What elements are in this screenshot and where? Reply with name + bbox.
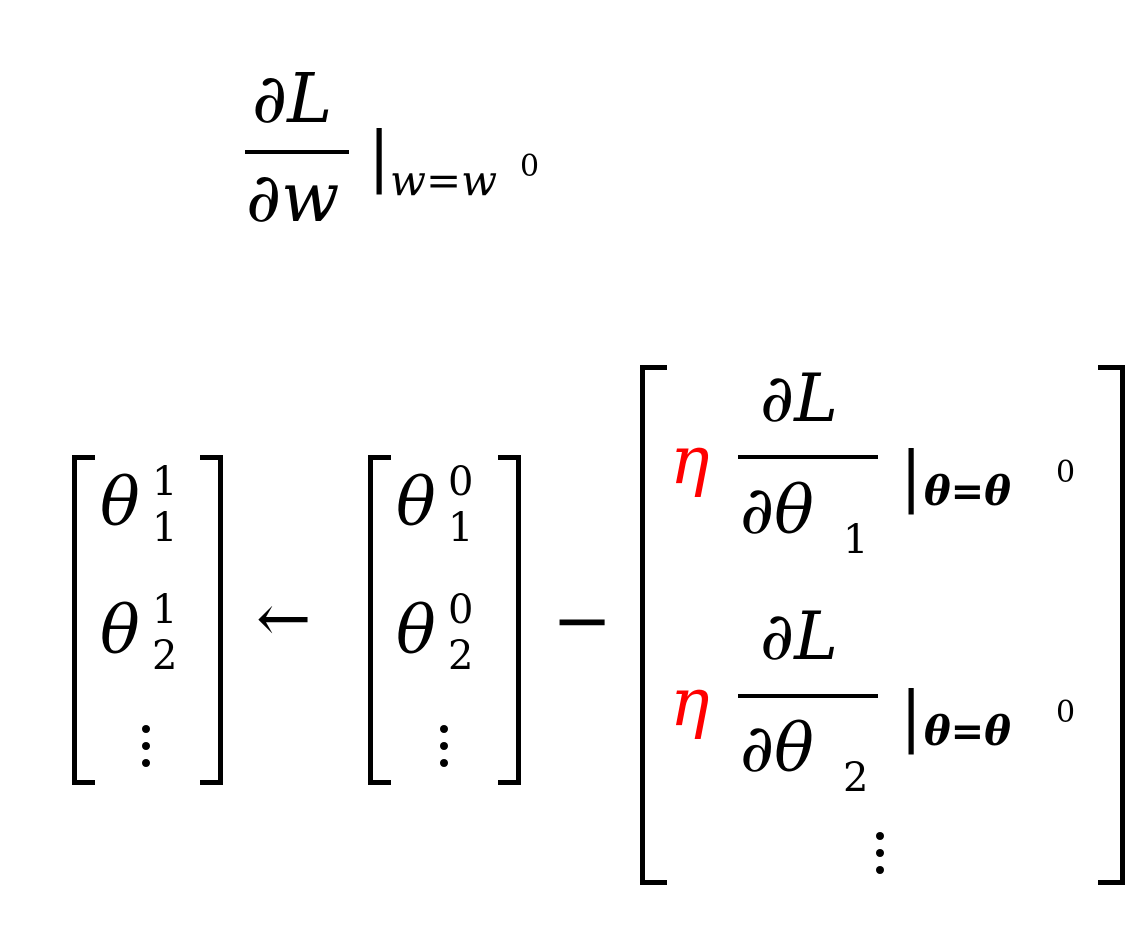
subscript: 2 <box>152 633 178 679</box>
top-denominator: ∂w <box>246 159 340 238</box>
top-numerator: ∂L <box>252 60 333 139</box>
learning-rate-eta: η <box>670 422 710 499</box>
theta: θ <box>396 464 436 541</box>
eval-superscript: 0 <box>1056 695 1076 730</box>
eval-bar: | <box>368 118 391 195</box>
vertical-ellipsis <box>440 725 448 776</box>
eval-superscript: 0 <box>1056 455 1076 490</box>
left-bracket <box>640 365 667 885</box>
fraction-bar <box>245 150 349 154</box>
numerator: ∂L <box>760 360 838 437</box>
eval-subscript: θ=θ <box>924 468 1011 515</box>
eval-subscript: w=w <box>390 156 498 205</box>
right-bracket <box>498 455 521 785</box>
denominator: ∂θ <box>740 710 814 787</box>
fraction-bar <box>738 455 878 459</box>
denominator-subscript: 2 <box>843 755 869 801</box>
numerator: ∂L <box>760 598 838 675</box>
left-bracket <box>368 455 391 785</box>
left-bracket <box>72 455 95 785</box>
theta: θ <box>100 592 140 669</box>
learning-rate-eta: η <box>670 664 710 741</box>
right-bracket <box>200 455 223 785</box>
right-bracket <box>1098 365 1125 885</box>
eval-bar: | <box>900 438 923 515</box>
denominator: ∂θ <box>740 472 814 549</box>
minus-sign: − <box>552 578 613 662</box>
fraction-bar <box>738 694 878 698</box>
assign-arrow: ← <box>256 580 312 657</box>
denominator-subscript: 1 <box>843 517 869 563</box>
superscript: 0 <box>448 459 474 505</box>
subscript: 1 <box>152 505 178 551</box>
superscript: 0 <box>448 587 474 633</box>
eval-bar: | <box>900 678 923 755</box>
superscript: 1 <box>152 587 178 633</box>
eval-subscript: θ=θ <box>924 708 1011 755</box>
vertical-ellipsis <box>876 832 884 883</box>
vertical-ellipsis <box>142 725 150 776</box>
subscript: 1 <box>448 505 474 551</box>
eval-superscript: 0 <box>520 149 540 184</box>
superscript: 1 <box>152 459 178 505</box>
subscript: 2 <box>448 633 474 679</box>
theta: θ <box>100 464 140 541</box>
theta: θ <box>396 592 436 669</box>
